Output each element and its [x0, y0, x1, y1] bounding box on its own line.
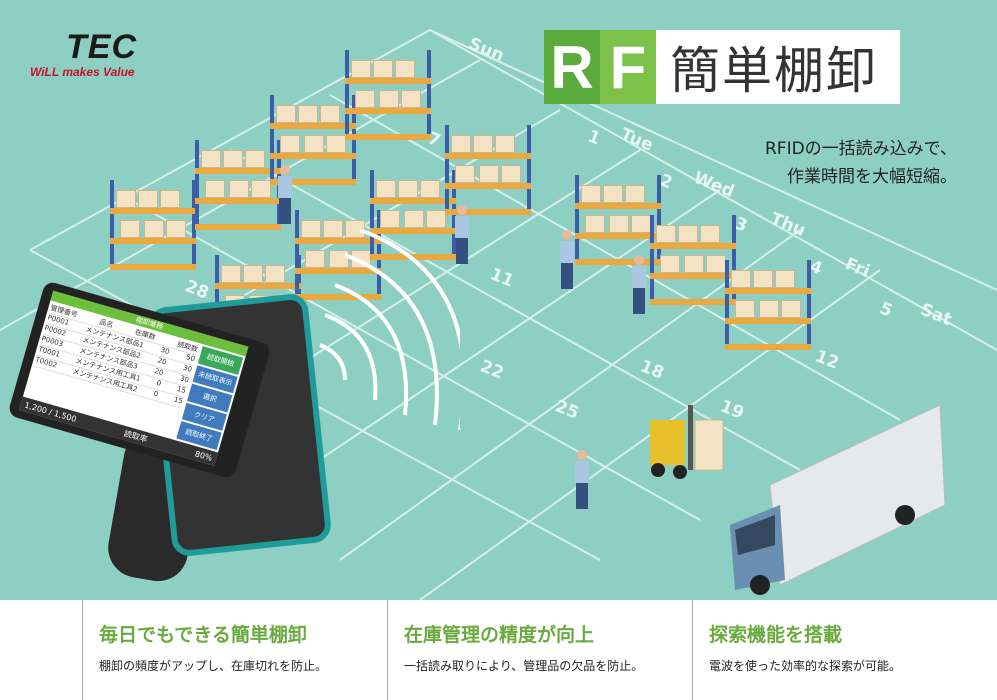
worker [560, 230, 574, 289]
read-rate: 80% [193, 448, 214, 463]
feature-desc: 一括読み取りにより、管理品の欠品を防止。 [404, 659, 644, 673]
warehouse-shelf [345, 50, 431, 140]
radio-waves [319, 230, 460, 430]
feature-item: 毎日でもできる簡単棚卸 棚卸の頻度がアップし、在庫切れを防止。 [82, 600, 387, 700]
warehouse-shelf [725, 260, 811, 350]
feature-title: 在庫管理の精度が向上 [404, 624, 595, 646]
feature-desc: 電波を使った効率的な探索が可能。 [709, 659, 902, 673]
warehouse-shelf [650, 215, 736, 305]
worker [278, 165, 292, 224]
worker [455, 205, 469, 264]
feature-title: 探索機能を搭載 [709, 624, 843, 646]
features-panel: 毎日でもできる簡単棚卸 棚卸の頻度がアップし、在庫切れを防止。 在庫管理の精度が… [0, 600, 997, 700]
feature-item: 在庫管理の精度が向上 一括読み取りにより、管理品の欠品を防止。 [387, 600, 692, 700]
tec-logo: TEC WiLL makes Value [30, 28, 137, 79]
warehouse-shelf [110, 180, 196, 270]
delivery-truck [730, 395, 960, 599]
feature-title: 毎日でもできる簡単棚卸 [99, 624, 307, 646]
warehouse-shelf [575, 175, 661, 265]
worker [632, 255, 646, 314]
feature-item: 探索機能を搭載 電波を使った効率的な探索が可能。 [692, 600, 997, 700]
feature-desc: 棚卸の頻度がアップし、在庫切れを防止。 [99, 659, 328, 673]
warehouse-shelf [195, 140, 281, 230]
subtitle: RFIDの一括読み込みで、 作業時間を大幅短縮。 [764, 139, 957, 187]
warehouse-illustration: Sun Tue Wed Thu Fri Sat 1 2 3 4 5 7 11 1… [0, 0, 997, 600]
warehouse-shelf [445, 125, 531, 215]
page-title: R F 簡単棚卸 [544, 30, 900, 104]
worker [575, 450, 589, 509]
warehouse-shelf [270, 95, 356, 185]
forklift [650, 405, 724, 479]
